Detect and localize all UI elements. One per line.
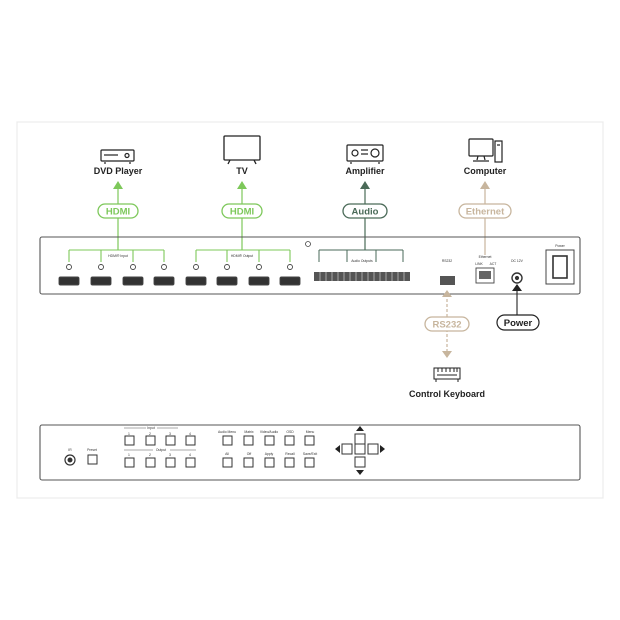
ethernet-connection: Ethernet [458,181,512,255]
apply-button[interactable] [264,457,275,468]
rear-panel [39,236,581,295]
power-pill: Power [504,318,533,329]
audio-bracket [318,249,404,262]
amplifier-icon [346,144,384,164]
nav-down-button[interactable] [354,456,366,468]
output-number-2: 2 [149,453,151,457]
input-4-button[interactable] [185,435,196,446]
power-switch[interactable] [545,249,575,285]
act-label: ACT [490,262,497,266]
hdmi-input-panel-label: HDMI® Input [108,254,128,258]
recall-label: Recall [285,452,295,456]
input-3-button[interactable] [165,435,176,446]
input-number-3: 3 [169,432,171,436]
output-number-1: 1 [128,453,130,457]
input-number-1: 1 [128,432,130,436]
ethernet-panel-label: Ethernet [479,255,492,259]
input-1-button[interactable] [124,435,135,446]
rs232-port [440,276,455,285]
hdmi-output-panel-label: HDMI® Output [231,254,253,258]
input-2-button[interactable] [145,435,156,446]
rs232-panel-label: RS232 [442,259,452,263]
nav-left-arrow-icon [335,445,340,453]
audio-terminal-block [314,272,410,281]
navigation-pad [335,426,385,475]
dvd-player-label: DVD Player [94,166,143,176]
audio-menu-label: Audio Menu [218,430,236,434]
hdmi-input-ports [58,264,175,286]
off-label: Off [247,452,252,456]
input-number-2: 2 [149,432,151,436]
video-audio-label: Video/Audio [260,430,278,434]
save-exit-label: Save/Exit [303,452,317,456]
input-group-label: Input [147,426,155,430]
osd-label: OSD [286,430,294,434]
preset-button[interactable] [87,454,98,465]
tv-icon [223,135,261,165]
output-number-3: 3 [169,453,171,457]
matrix-label: Matrix [244,430,254,434]
osd-button[interactable] [284,435,295,446]
hdmi-output-pill: HDMI [230,207,254,218]
nav-down-arrow-icon [356,470,364,475]
output-3-button[interactable] [165,457,176,468]
hdmi-input-pill: HDMI [106,207,130,218]
nav-right-arrow-icon [380,445,385,453]
dc-jack-icon [511,272,523,284]
all-label: All [225,452,229,456]
rs232-connection: RS232 [424,290,470,358]
nav-enter-button[interactable] [354,443,366,455]
output-2-button[interactable] [145,457,156,468]
audio-menu-button[interactable] [222,435,233,446]
matrix-button[interactable] [243,435,254,446]
control-keyboard-label: Control Keyboard [409,389,485,399]
hdmi-input-connection: HDMI [97,181,139,250]
output-group-label: Output [156,448,166,452]
computer-label: Computer [464,166,507,176]
nav-right-button[interactable] [367,443,379,455]
ir-label: IR [68,448,72,452]
nav-up-arrow-icon [356,426,364,431]
link-label: LINK [475,262,483,266]
output-1-button[interactable] [124,457,135,468]
menu-label: Menu [306,430,315,434]
computer-icon [468,138,503,163]
hdmi-output-bracket [195,249,291,262]
dvd-player-icon [100,149,135,164]
apply-label: Apply [265,452,274,456]
nav-left-button[interactable] [341,443,353,455]
power-connection: Power [496,284,540,331]
audio-outputs-panel-label: Audio Outputs [351,259,373,263]
hdmi-output-ports [185,264,301,286]
hdmi-output-connection: HDMI [221,181,263,250]
preset-label: Preset [87,448,97,452]
video-audio-button[interactable] [264,435,275,446]
diagram-frame [16,121,604,499]
input-number-4: 4 [189,432,191,436]
power-switch-label: Power [555,244,565,248]
amplifier-label: Amplifier [345,166,385,176]
ground-screw [305,241,311,247]
ethernet-port [475,267,495,284]
menu-button[interactable] [304,435,315,446]
hdmi-input-bracket [68,249,165,262]
all-button[interactable] [222,457,233,468]
off-button[interactable] [243,457,254,468]
audio-pill: Audio [352,207,379,218]
save-exit-button[interactable] [304,457,315,468]
dc-in-label: DC 12V [511,259,524,263]
tv-label: TV [236,166,248,176]
control-keyboard-icon [433,367,461,382]
audio-connection: Audio [342,181,388,250]
ethernet-pill: Ethernet [466,207,505,218]
output-number-4: 4 [189,453,191,457]
ir-sensor-icon [64,454,76,466]
rs232-pill: RS232 [432,320,461,331]
output-4-button[interactable] [185,457,196,468]
recall-button[interactable] [284,457,295,468]
nav-up-button[interactable] [354,433,366,445]
front-panel [39,424,581,481]
